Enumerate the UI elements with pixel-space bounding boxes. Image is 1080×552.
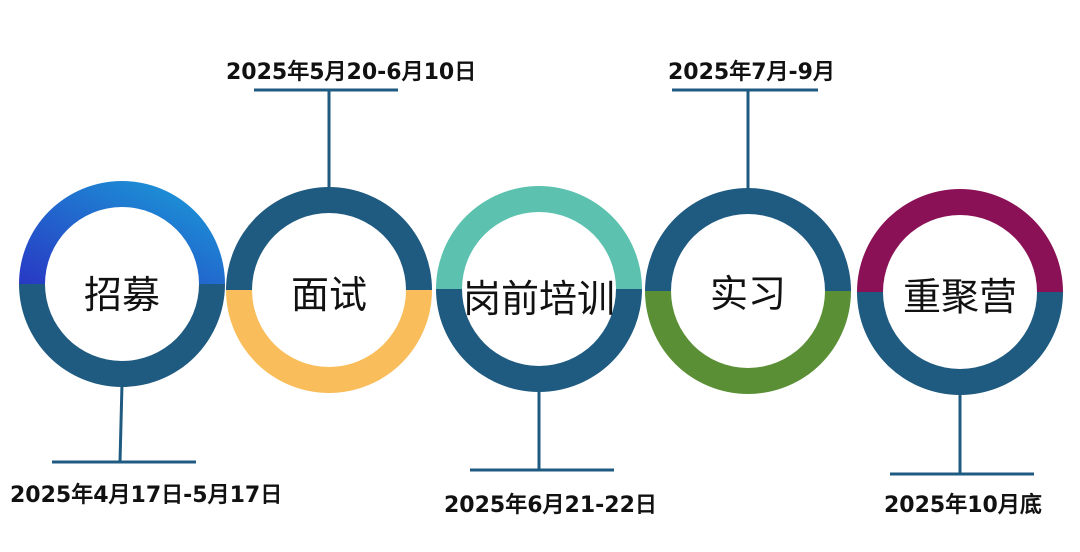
stage-4-date: 2025年7月-9月	[668, 59, 835, 85]
stage-2-ring-top	[226, 187, 432, 290]
stage-2-label: 面试	[291, 273, 367, 317]
stage-5-date: 2025年10月底	[884, 492, 1042, 518]
stage-2-ring-bottom	[226, 290, 432, 393]
stage-3-ring-bottom	[436, 289, 642, 392]
stage-1-date: 2025年4月17日-5月17日	[10, 482, 282, 508]
stage-1: 招募 2025年4月17日-5月17日	[10, 181, 282, 508]
stage-5-ring-top	[857, 189, 1063, 292]
stage-4-label: 实习	[710, 272, 786, 316]
stage-3-date: 2025年6月21-22日	[444, 492, 657, 518]
stage-1-ring-top	[19, 181, 225, 284]
stage-5-label: 重聚营	[903, 275, 1017, 319]
stage-4-ring-bottom	[645, 291, 851, 394]
stage-2: 面试 2025年5月20-6月10日	[226, 59, 476, 393]
stage-1-ring-bottom	[19, 284, 225, 387]
stage-4: 实习 2025年7月-9月	[645, 59, 851, 394]
stage-3-label: 岗前培训	[463, 277, 615, 321]
stage-3-ring-top	[436, 186, 642, 289]
stage-5: 重聚营 2025年10月底	[857, 189, 1063, 518]
stage-5-ring-bottom	[857, 292, 1063, 395]
stage-4-ring-top	[645, 188, 851, 291]
stage-1-label: 招募	[84, 273, 160, 317]
stage-1-connector-vertical	[118, 383, 124, 463]
stage-2-date: 2025年5月20-6月10日	[226, 59, 476, 85]
stage-3: 岗前培训 2025年6月21-22日	[436, 186, 657, 518]
